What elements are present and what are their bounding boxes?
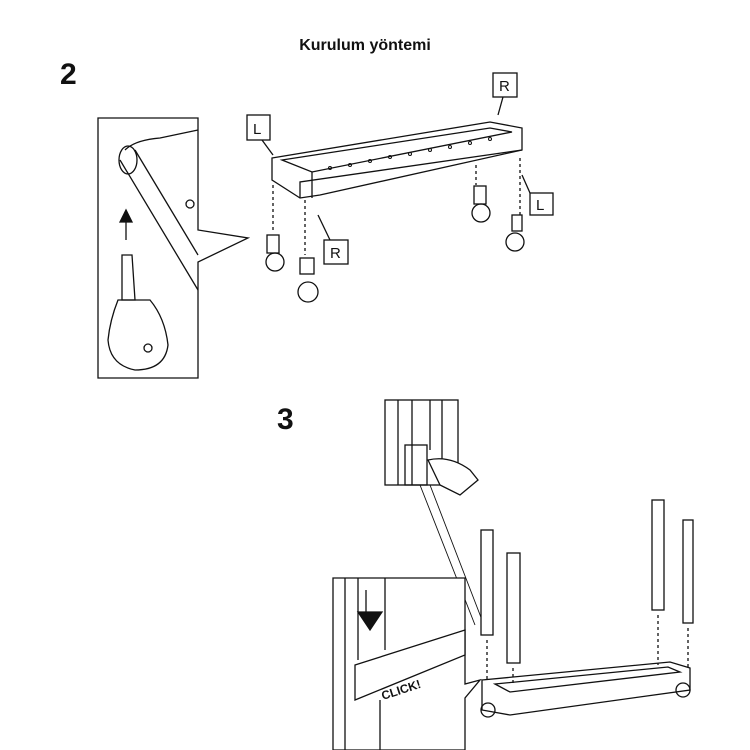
post-4	[682, 519, 694, 624]
step-number-2: 2	[60, 58, 77, 91]
step3-press-detail-inset	[384, 399, 483, 626]
side-labels: L R L R	[246, 72, 554, 265]
page-title: Kurulum yöntemi	[299, 37, 431, 54]
step2-tray	[265, 121, 525, 303]
step3-click-detail-inset: CLICK!	[332, 577, 482, 750]
caster-wheel-icons	[265, 185, 525, 303]
step2-caster-detail-inset	[97, 117, 251, 379]
tray-holes	[328, 137, 492, 170]
post-1	[480, 529, 494, 636]
label-right-front: R	[330, 245, 341, 262]
post-3	[651, 499, 665, 611]
step-number-3: 3	[277, 403, 294, 436]
label-right-back: R	[499, 78, 510, 95]
label-left-back: L	[536, 197, 544, 214]
post-2	[506, 552, 521, 664]
label-left-front: L	[253, 121, 261, 138]
step3-frame-assembly	[480, 499, 694, 718]
